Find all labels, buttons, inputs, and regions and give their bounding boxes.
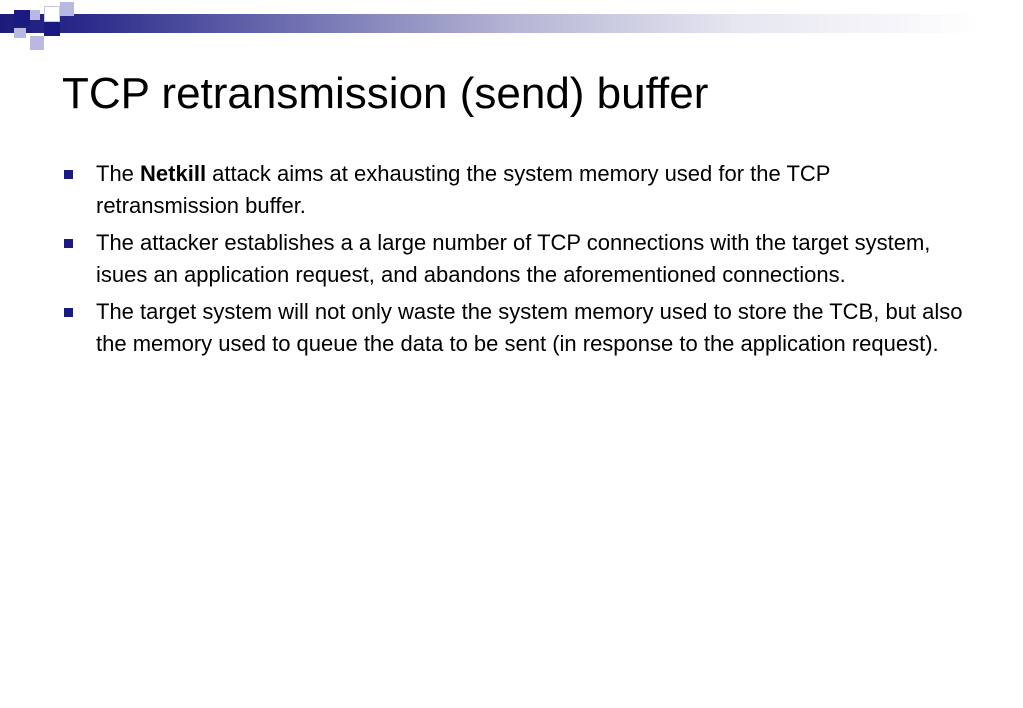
deco-square-lavender-2 [60,2,74,16]
deco-square-navy [14,10,30,26]
bullet-item: The Netkill attack aims at exhausting th… [64,158,974,221]
bullet-item: The target system will not only waste th… [64,296,974,359]
bullet-text-bold: Netkill [140,161,207,186]
deco-square-lavender-3 [30,36,44,50]
bullet-text-after: attack aims at exhausting the system mem… [96,161,831,218]
deco-square-navy-2 [44,22,60,36]
deco-square-lavender-4 [14,28,26,38]
deco-square-lavender [30,10,40,20]
bullet-text: The target system will not only waste th… [96,299,963,356]
header-gradient-band [0,14,1023,33]
bullet-item: The attacker establishes a a large numbe… [64,227,974,290]
slide-title: TCP retransmission (send) buffer [62,69,709,118]
square-bullet-icon [64,308,73,317]
square-bullet-icon [64,170,73,179]
bullet-text-before: The [96,161,141,186]
bullet-text: The attacker establishes a a large numbe… [96,230,931,287]
bullet-list: The Netkill attack aims at exhausting th… [64,158,974,365]
deco-square-white [44,6,60,22]
square-bullet-icon [64,239,73,248]
